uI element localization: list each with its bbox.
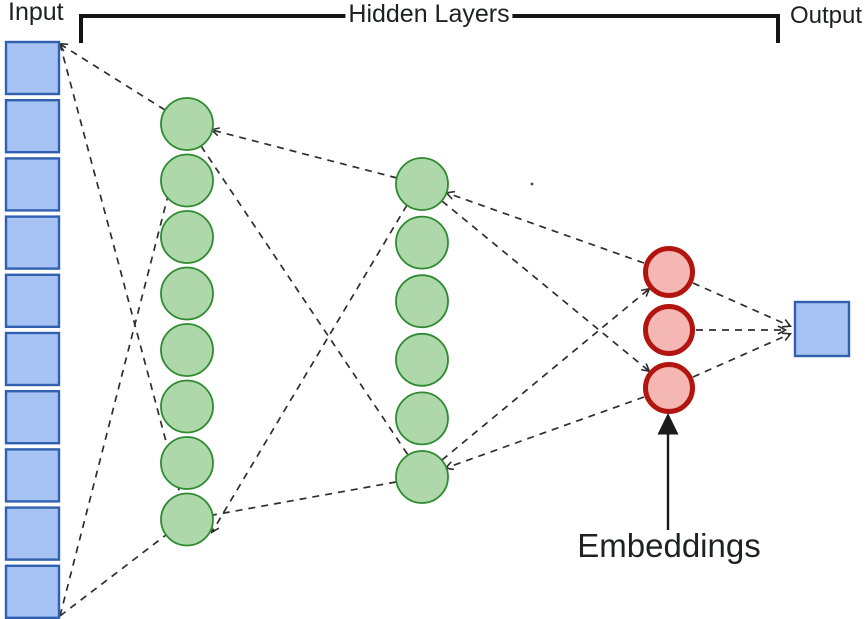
- connection-line: [59, 148, 181, 617]
- input-node: [4, 273, 61, 328]
- hidden2-node: [395, 450, 449, 504]
- hidden2-node: [395, 274, 449, 329]
- connection-line: [692, 334, 790, 378]
- connection-line: [447, 193, 645, 264]
- input-node: [4, 448, 61, 503]
- hidden1-node: [160, 323, 214, 377]
- connection-line: [212, 130, 398, 179]
- embedding-node: [643, 362, 695, 414]
- output-node: [793, 300, 851, 358]
- connection-line: [692, 282, 790, 326]
- input-node: [4, 98, 61, 154]
- connection-line: [200, 145, 409, 456]
- input-node: [4, 331, 61, 387]
- embedding-node: [643, 246, 695, 298]
- hidden1-node: [160, 266, 214, 321]
- input-node: [4, 40, 61, 96]
- hidden2-node: [395, 332, 449, 387]
- hidden2-node: [395, 391, 449, 446]
- input-label: Input: [8, 0, 64, 26]
- input-node: [4, 506, 61, 561]
- hidden1-node: [160, 436, 214, 490]
- hidden-layers-label: Hidden Layers: [345, 0, 513, 29]
- connection-line: [441, 289, 649, 461]
- hidden2-node: [395, 215, 449, 270]
- connection-line: [441, 200, 649, 371]
- embeddings-label: Embeddings: [577, 527, 761, 564]
- input-node: [4, 564, 61, 619]
- hidden1-node: [160, 379, 214, 434]
- input-node: [4, 157, 61, 212]
- embedding-node: [643, 304, 695, 356]
- connection-line: [446, 396, 645, 468]
- connection-line: [212, 204, 408, 532]
- connection-line: [212, 481, 397, 516]
- hidden2-node: [395, 157, 449, 211]
- connection-line: [59, 534, 167, 617]
- input-node: [4, 215, 61, 270]
- hidden1-node: [160, 210, 214, 264]
- hidden1-node: [160, 97, 214, 151]
- stray-dot: [530, 182, 534, 186]
- connection-line: [59, 43, 181, 495]
- output-label: Output: [790, 2, 863, 29]
- hidden1-node: [160, 153, 214, 208]
- embeddings-arrowhead: [657, 413, 679, 435]
- hidden1-node: [160, 492, 214, 547]
- input-node: [4, 390, 61, 445]
